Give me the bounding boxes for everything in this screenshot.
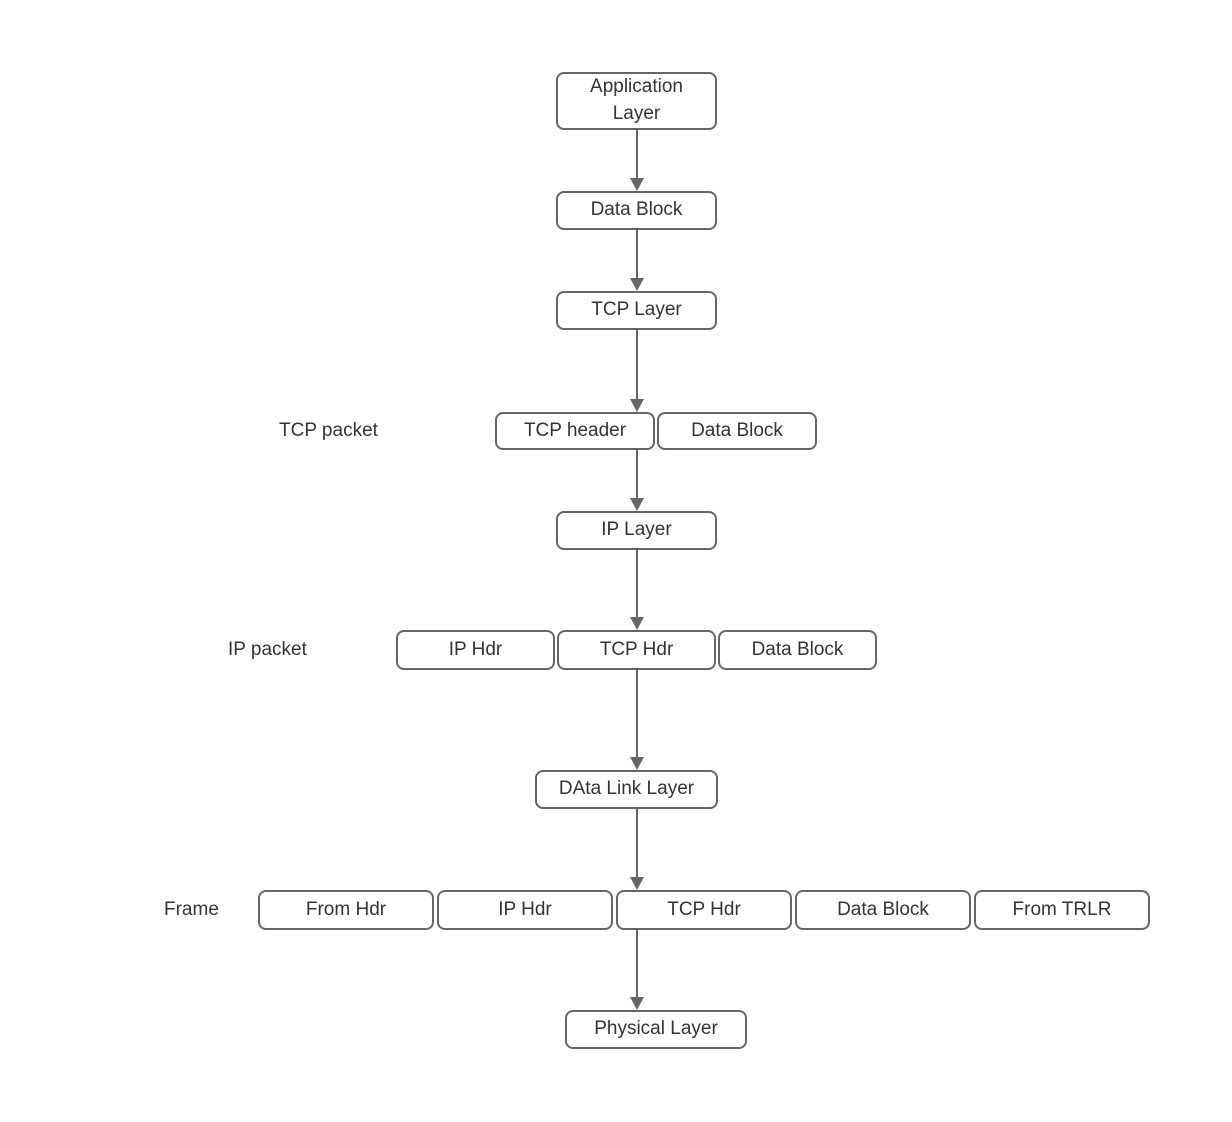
- cell-frame-data-block: Data Block: [795, 890, 971, 930]
- arrow-head-icon: [630, 877, 644, 890]
- arrow-shaft: [636, 550, 638, 619]
- node-application-layer: Application Layer: [556, 72, 717, 130]
- node-ip-layer-label: IP Layer: [601, 519, 672, 541]
- arrow-shaft: [636, 670, 638, 759]
- arrow-shaft: [636, 450, 638, 500]
- ip-packet-row-label: IP packet: [228, 639, 307, 660]
- ip-packet-row: IP Hdr TCP Hdr Data Block: [396, 630, 877, 670]
- arrow-head-icon: [630, 498, 644, 511]
- node-tcp-layer-label: TCP Layer: [591, 299, 682, 321]
- arrow-application-to-datablock-icon: [630, 130, 644, 191]
- arrow-head-icon: [630, 757, 644, 770]
- arrow-datalink-to-frame-icon: [630, 809, 644, 890]
- cell-data-block-tcp: Data Block: [657, 412, 817, 450]
- cell-data-block-ip: Data Block: [718, 630, 877, 670]
- node-data-link-layer-label: DAta Link Layer: [558, 778, 695, 800]
- cell-frame-tcp-hdr-label: TCP Hdr: [667, 898, 741, 920]
- cell-from-trlr: From TRLR: [974, 890, 1150, 930]
- node-data-block: Data Block: [556, 191, 717, 230]
- tcp-packet-row: TCP header Data Block: [495, 412, 817, 450]
- cell-ip-hdr-label: IP Hdr: [448, 638, 503, 660]
- node-tcp-layer: TCP Layer: [556, 291, 717, 330]
- cell-from-hdr: From Hdr: [258, 890, 434, 930]
- arrow-head-icon: [630, 617, 644, 630]
- arrow-tcppacket-to-iplayer-icon: [630, 450, 644, 511]
- cell-frame-data-block-label: Data Block: [837, 898, 929, 920]
- node-physical-layer: Physical Layer: [565, 1010, 747, 1049]
- arrow-shaft: [636, 230, 638, 280]
- cell-from-hdr-label: From Hdr: [305, 898, 387, 920]
- arrow-shaft: [636, 330, 638, 401]
- arrow-shaft: [636, 930, 638, 999]
- cell-data-block-ip-label: Data Block: [751, 638, 844, 660]
- arrow-ippacket-to-datalink-icon: [630, 670, 644, 770]
- cell-ip-hdr: IP Hdr: [396, 630, 555, 670]
- arrow-iplayer-to-ippacket-icon: [630, 550, 644, 630]
- node-data-block-label: Data Block: [590, 199, 683, 221]
- arrow-head-icon: [630, 997, 644, 1010]
- arrow-head-icon: [630, 178, 644, 191]
- arrow-head-icon: [630, 278, 644, 291]
- cell-frame-tcp-hdr: TCP Hdr: [616, 890, 792, 930]
- arrow-frame-to-physical-icon: [630, 930, 644, 1010]
- node-application-layer-label: Application Layer: [590, 76, 683, 124]
- cell-data-block-tcp-label: Data Block: [691, 419, 783, 441]
- tcp-packet-row-label: TCP packet: [279, 420, 378, 441]
- arrow-tcplayer-to-tcppacket-icon: [630, 330, 644, 412]
- arrow-head-icon: [630, 399, 644, 412]
- cell-tcp-header-label: TCP header: [523, 419, 627, 441]
- cell-tcp-header: TCP header: [495, 412, 655, 450]
- cell-frame-ip-hdr-label: IP Hdr: [498, 898, 552, 920]
- cell-frame-ip-hdr: IP Hdr: [437, 890, 613, 930]
- frame-row-label: Frame: [164, 899, 219, 920]
- arrow-datablock-to-tcplayer-icon: [630, 230, 644, 291]
- cell-tcp-hdr-label: TCP Hdr: [599, 638, 674, 660]
- frame-row: From Hdr IP Hdr TCP Hdr Data Block From …: [258, 890, 1150, 930]
- arrow-shaft: [636, 130, 638, 180]
- node-ip-layer: IP Layer: [556, 511, 717, 550]
- cell-from-trlr-label: From TRLR: [1012, 898, 1112, 920]
- node-data-link-layer: DAta Link Layer: [535, 770, 718, 809]
- cell-tcp-hdr: TCP Hdr: [557, 630, 716, 670]
- arrow-shaft: [636, 809, 638, 879]
- node-physical-layer-label: Physical Layer: [594, 1018, 718, 1040]
